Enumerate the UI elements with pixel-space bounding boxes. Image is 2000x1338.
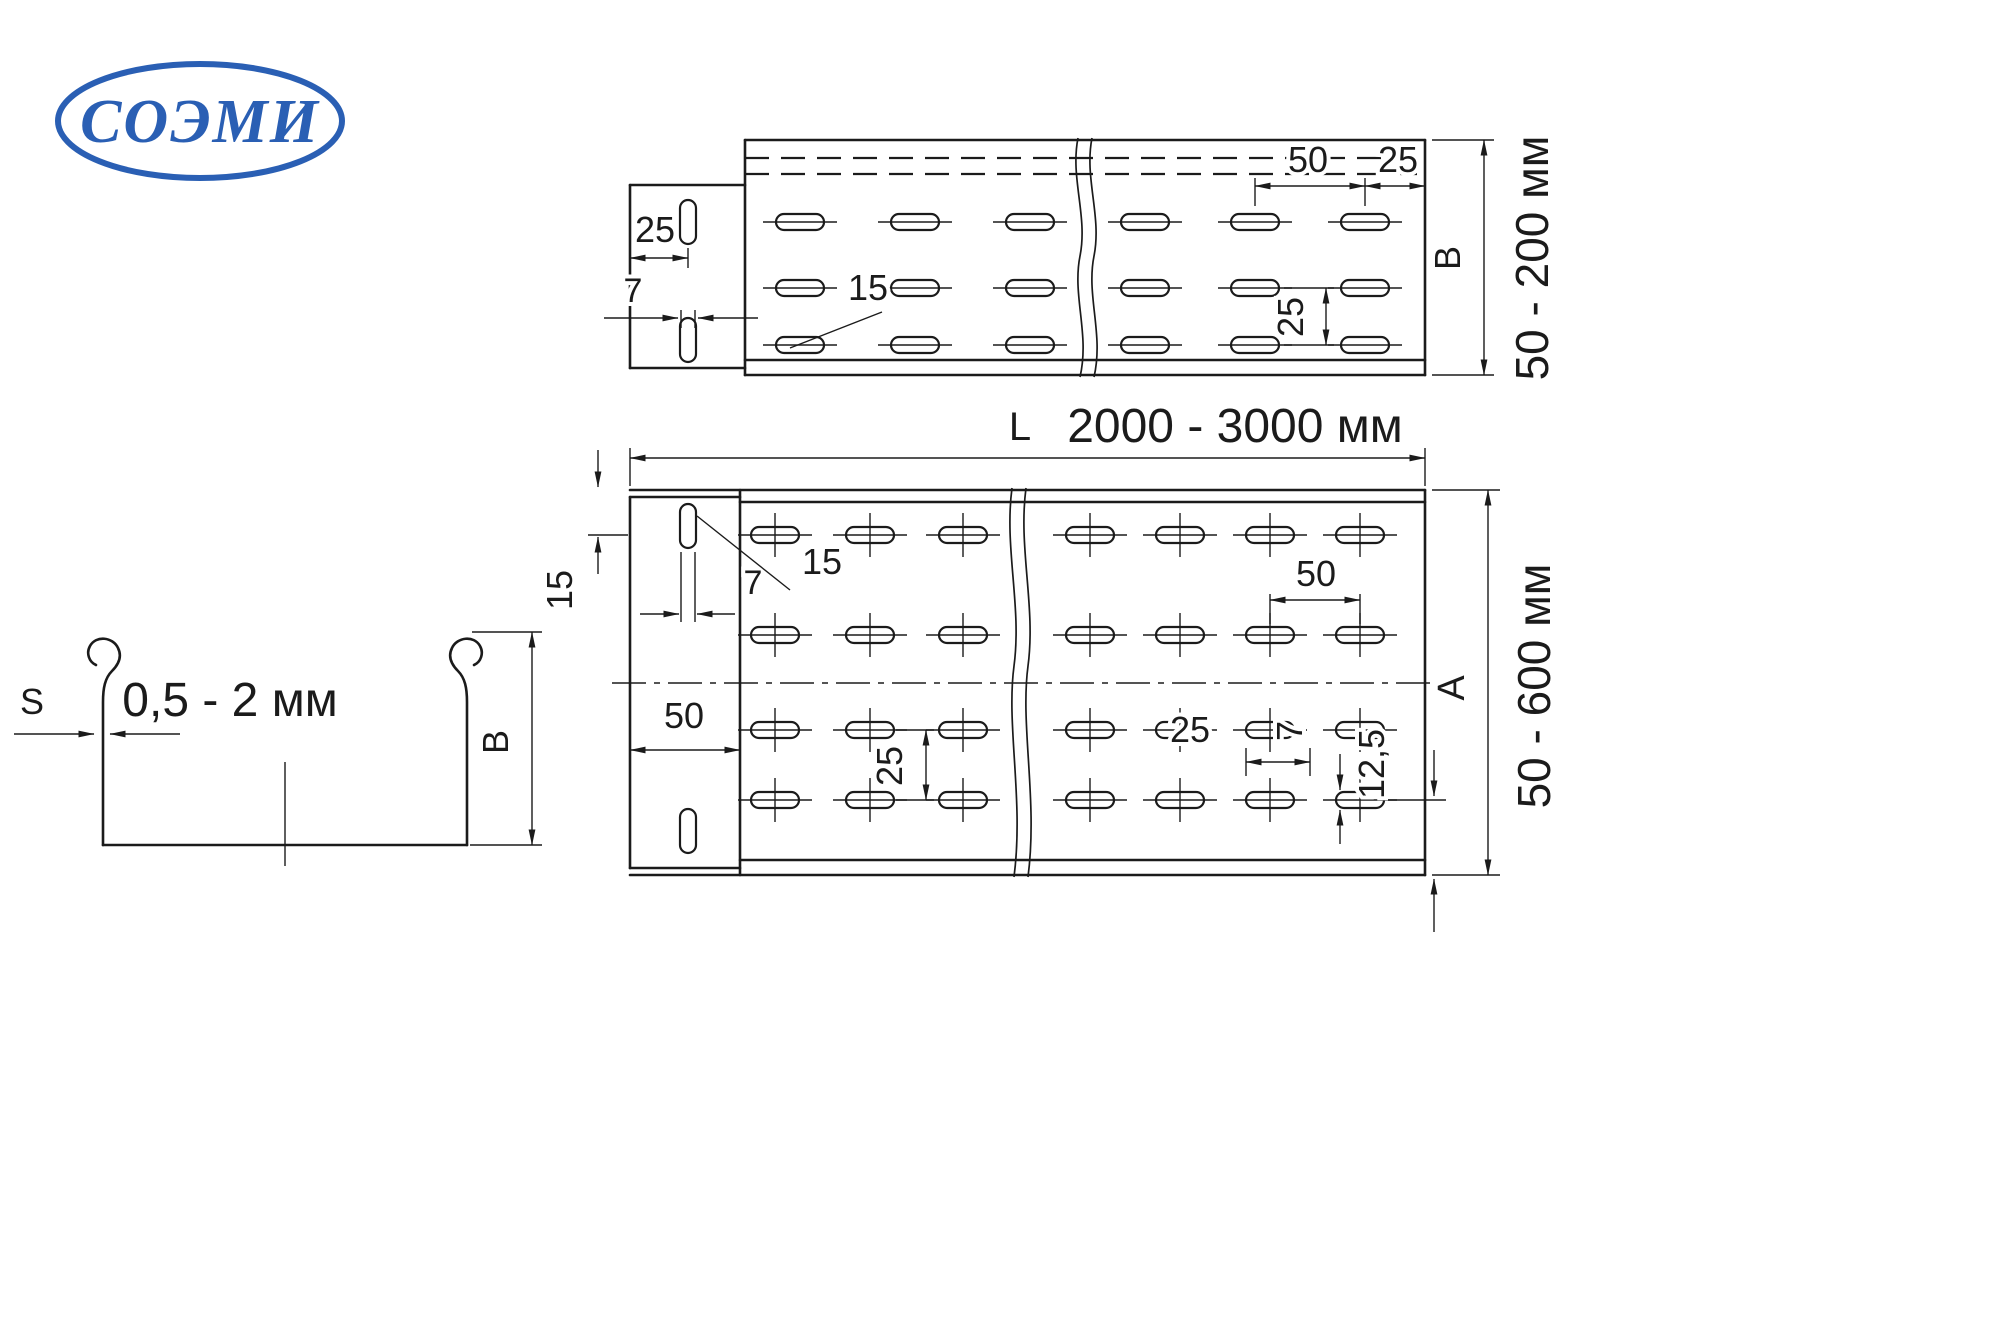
length-range-label: 2000 - 3000 мм <box>1067 400 1403 453</box>
dim-15-tab-label: 15 <box>802 541 842 582</box>
logo-text: СОЭМИ <box>80 88 320 156</box>
dim-50-pitch-label: 50 <box>1296 553 1336 594</box>
dim-7-label: 7 <box>624 272 643 310</box>
logo-ellipse <box>55 61 345 181</box>
thickness-label: 0,5 - 2 мм <box>122 674 337 727</box>
dim-15-label: 15 <box>848 267 888 308</box>
width-range-label: 50 - 600 мм <box>1508 564 1560 809</box>
dim-25-tab-label: 25 <box>635 209 675 250</box>
b-label: B <box>1427 246 1468 270</box>
side-view: 50 25 25 7 15 25 B 50 - 200 мм <box>604 132 1562 384</box>
dim-7-tab-label: 7 <box>744 564 763 602</box>
break-line <box>1075 137 1084 378</box>
break-line <box>1009 487 1018 878</box>
leader-line <box>789 311 883 349</box>
left-wall-profile <box>86 637 122 847</box>
dim-25-label: 25 <box>1378 139 1418 180</box>
logo: СОЭМИ <box>55 61 345 181</box>
s-label: S <box>20 681 44 722</box>
plan-view-slots <box>678 502 1397 855</box>
break-line <box>1089 137 1098 378</box>
leader-line <box>696 515 791 591</box>
break-line <box>1023 487 1032 878</box>
b-label: B <box>475 730 516 754</box>
dim-50-label: 50 <box>1288 139 1328 180</box>
dim-25-rows-label: 25 <box>1270 297 1311 337</box>
dim-50-tab-label: 50 <box>664 695 704 736</box>
dim-15-edge-label: 15 <box>539 570 580 610</box>
plan-view: L 2000 - 3000 мм 15 7 15 <box>535 396 1564 932</box>
a-label: A <box>1431 675 1473 701</box>
l-label: L <box>1009 405 1031 449</box>
cross-section-view: S 0,5 - 2 мм B <box>14 631 542 866</box>
dim-12-5-label: 12,5 <box>1351 729 1392 799</box>
side-view-slots <box>678 198 1402 364</box>
dim-7-slot-label: 7 <box>1269 721 1310 741</box>
dim-25-slot-label: 25 <box>1170 709 1210 750</box>
dim-25-rows-label: 25 <box>869 746 910 786</box>
height-range-label: 50 - 200 мм <box>1506 136 1558 381</box>
